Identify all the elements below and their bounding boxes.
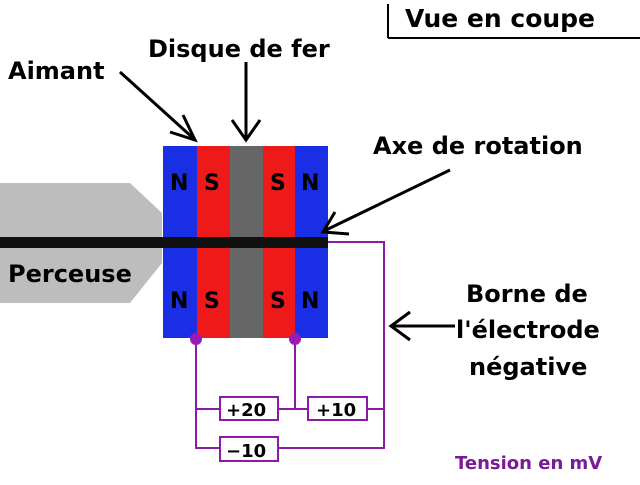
arrow-head-aimant (169, 114, 198, 143)
upper-south-inner-left (197, 146, 230, 237)
contact-dot-right (289, 333, 301, 345)
arrow-head-borne (388, 310, 411, 342)
pole-upper-outer-right: N (301, 171, 319, 196)
label-axe: Axe de rotation (373, 132, 583, 160)
upper-south-inner-right (263, 146, 295, 237)
circuit (195, 241, 385, 462)
upper-iron-disk (230, 146, 263, 237)
lower-south-inner-left (197, 248, 230, 338)
label-tension: Tension en mV (455, 453, 602, 474)
upper-north-outer-left (163, 146, 197, 237)
pole-lower-outer-left: N (170, 289, 188, 314)
title-box: Vue en coupe (387, 4, 640, 39)
label-borne-line1: Borne de (466, 280, 588, 308)
arrow-head-disque (230, 119, 262, 143)
voltage-box-minus10 (219, 436, 279, 462)
axle (0, 237, 328, 248)
voltage-box-plus10 (307, 396, 368, 421)
upper-stack (163, 146, 328, 237)
lower-north-outer-right (295, 248, 328, 338)
pole-lower-outer-right: N (301, 289, 319, 314)
label-aimant: Aimant (8, 57, 105, 85)
upper-north-outer-right (295, 146, 328, 237)
pole-upper-inner-right: S (270, 171, 286, 196)
pole-upper-outer-left: N (170, 171, 188, 196)
pole-upper-inner-left: S (204, 171, 220, 196)
pole-labels: N S S N N S S N (170, 171, 319, 314)
voltage-box-plus20 (219, 396, 279, 421)
voltage-value-plus20: +20 (226, 400, 266, 421)
lower-north-outer-left (163, 248, 197, 338)
arrow-head-axe (320, 211, 350, 236)
lower-south-inner-right (263, 248, 295, 338)
pole-lower-inner-right: S (270, 289, 286, 314)
label-perceuse: Perceuse (8, 260, 132, 288)
label-borne-line2: l'électrode (456, 316, 600, 344)
contact-dot-left (190, 333, 202, 345)
voltage-value-minus10: −10 (226, 441, 266, 462)
lower-iron-disk (230, 248, 263, 338)
lower-stack (163, 248, 328, 338)
wire-axle-right (278, 241, 385, 449)
title: Vue en coupe (405, 4, 595, 33)
wire-left-contact (195, 340, 220, 449)
label-borne-line3: négative (469, 353, 587, 381)
arrows (118, 62, 455, 342)
label-disque: Disque de fer (148, 35, 330, 63)
pole-lower-inner-left: S (204, 289, 220, 314)
voltage-value-plus10: +10 (316, 400, 356, 421)
